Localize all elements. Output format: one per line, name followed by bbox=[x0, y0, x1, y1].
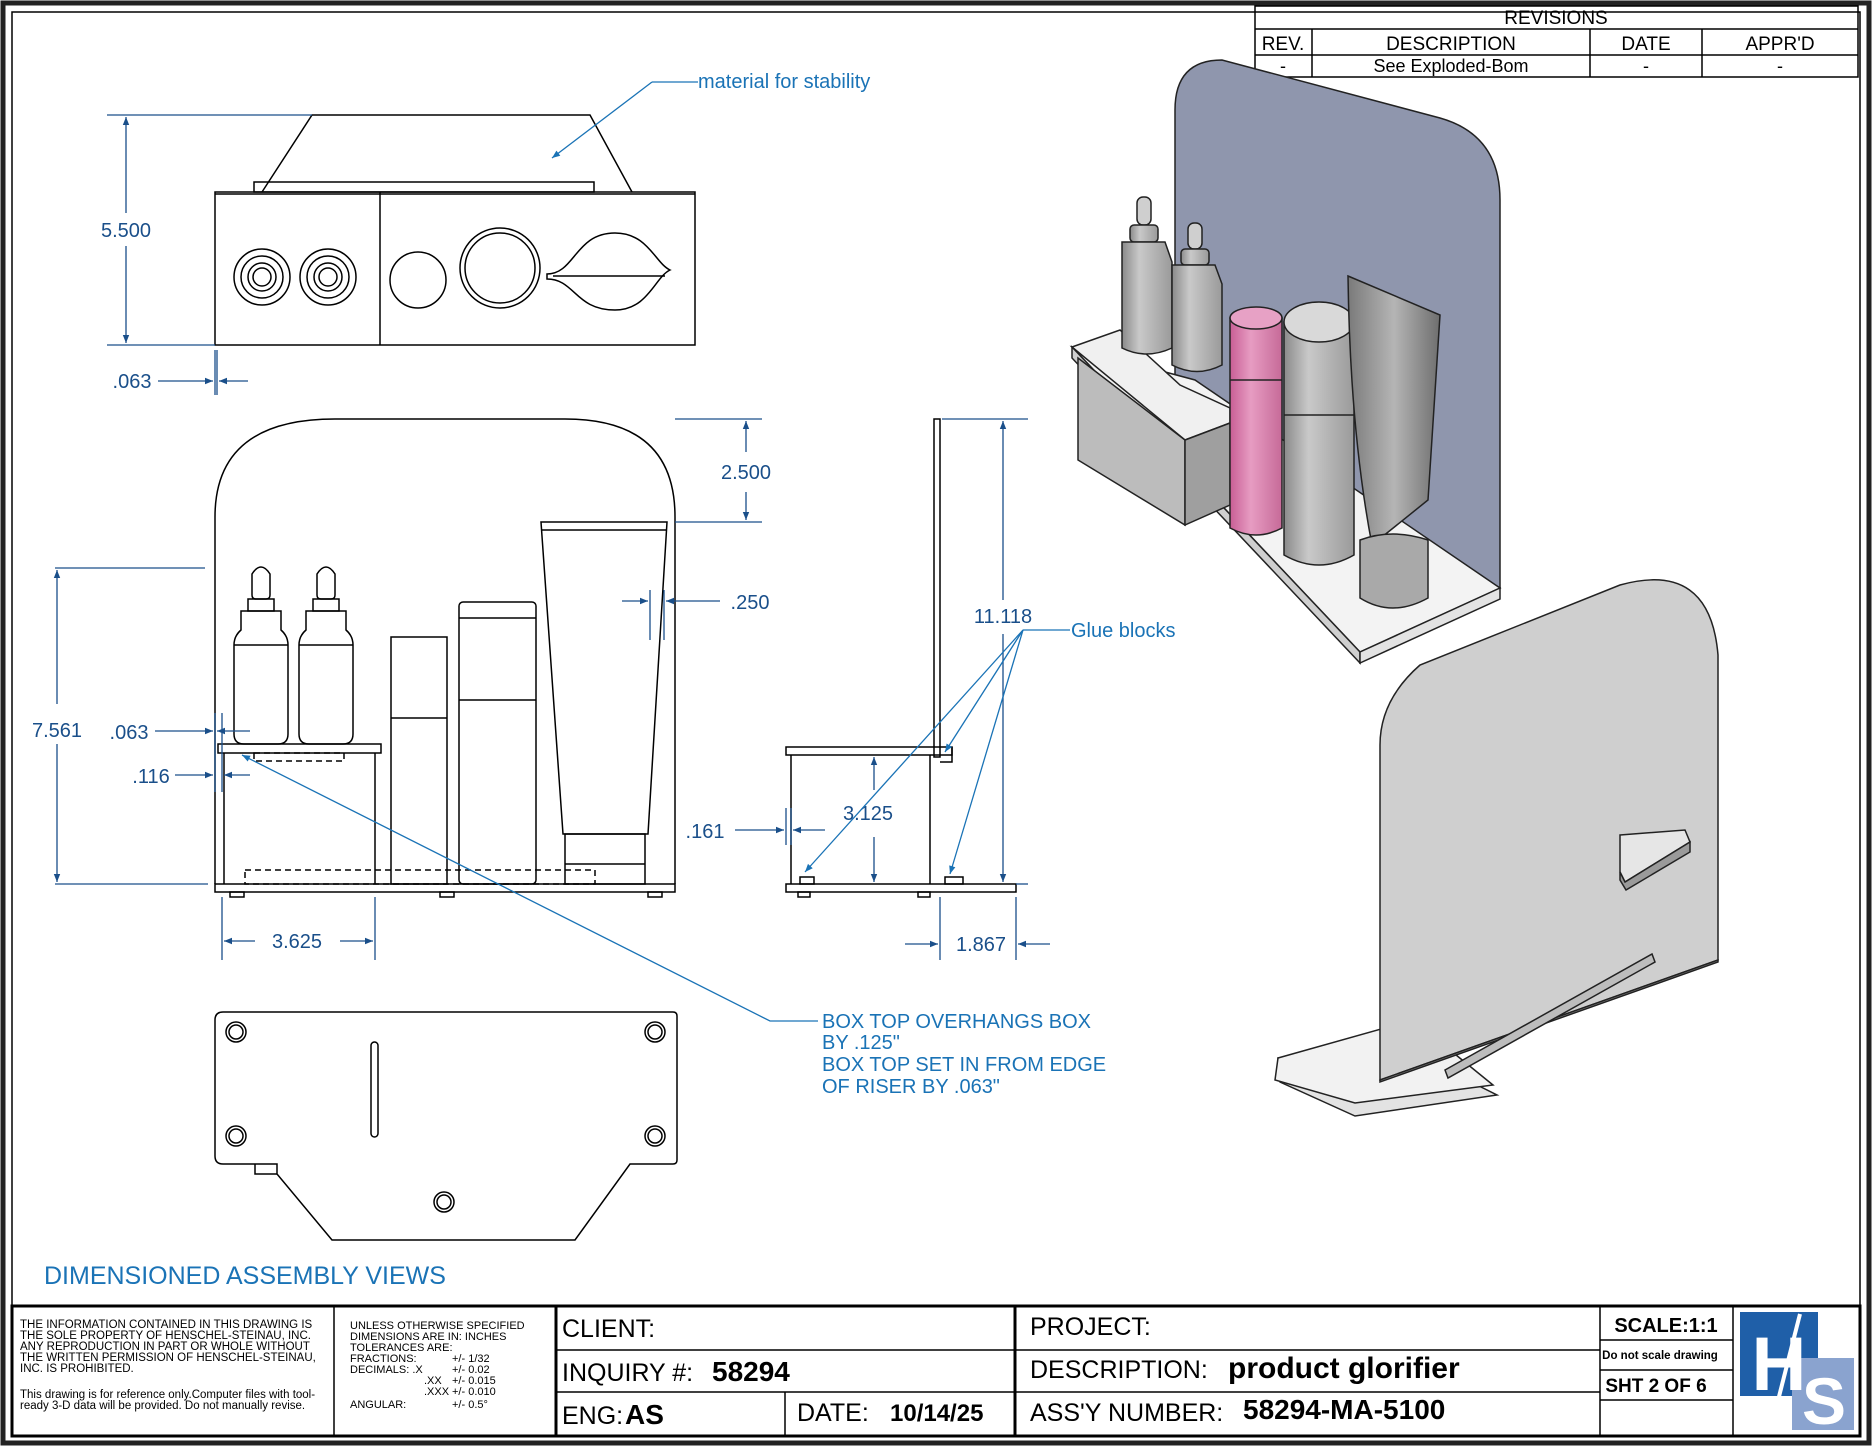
revisions-title: REVISIONS bbox=[1504, 8, 1607, 29]
glue-blocks-label: Glue blocks bbox=[1071, 620, 1176, 642]
inquiry-label: INQUIRY #: bbox=[562, 1359, 693, 1387]
isometric-riser bbox=[1274, 579, 1719, 1117]
front-dropper-bottle-2 bbox=[298, 566, 354, 745]
front-dropper-bottle-1 bbox=[233, 566, 289, 745]
svg-text:THE WRITTEN PERMISSION OF HENS: THE WRITTEN PERMISSION OF HENSCHEL-STEIN… bbox=[20, 1352, 316, 1364]
svg-text:FRACTIONS:: FRACTIONS: bbox=[350, 1353, 417, 1365]
box-top-note-line4: OF RISER BY .063" bbox=[822, 1076, 1000, 1098]
inquiry-value: 58294 bbox=[712, 1356, 790, 1387]
dim-front-edge: .063 bbox=[110, 722, 149, 744]
svg-text:+/- 0.010: +/- 0.010 bbox=[452, 1386, 496, 1398]
svg-text:THE INFORMATION CONTAINED IN T: THE INFORMATION CONTAINED IN THIS DRAWIN… bbox=[20, 1319, 313, 1331]
svg-text:ANY REPRODUCTION IN PART OR WH: ANY REPRODUCTION IN PART OR WHOLE WITHOU… bbox=[20, 1341, 310, 1353]
hs-logo: H S bbox=[1736, 1309, 1856, 1438]
assy-label: ASS'Y NUMBER: bbox=[1030, 1399, 1223, 1427]
eng-label: ENG: bbox=[562, 1402, 623, 1430]
dim-front-box-width: 3.625 bbox=[272, 931, 322, 953]
scale-value: SCALE:1:1 bbox=[1614, 1315, 1717, 1337]
svg-text:S: S bbox=[1802, 1364, 1846, 1438]
svg-text:.XX: .XX bbox=[424, 1375, 442, 1387]
material-label: material for stability bbox=[698, 71, 870, 93]
date-value: 10/14/25 bbox=[890, 1400, 983, 1427]
revisions-table bbox=[1254, 5, 1859, 78]
iso-tube bbox=[1347, 274, 1441, 609]
date-label: DATE: bbox=[797, 1399, 869, 1427]
assy-value: 58294-MA-5100 bbox=[1243, 1394, 1445, 1425]
isometric-assembly bbox=[1069, 59, 1502, 665]
svg-text:THE SOLE PROPERTY OF HENSCHEL-: THE SOLE PROPERTY OF HENSCHEL-STEINAU, I… bbox=[20, 1330, 311, 1342]
dim-side-height: 11.118 bbox=[974, 606, 1032, 628]
dim-front-height: 7.561 bbox=[32, 720, 82, 742]
svg-text:+/- 1/32: +/- 1/32 bbox=[452, 1353, 490, 1365]
iso-pink-bottle bbox=[1229, 306, 1283, 536]
dim-front-overhang: .116 bbox=[132, 766, 169, 788]
rev-header-rev: REV. bbox=[1262, 34, 1305, 55]
rev-cell-description: See Exploded-Bom bbox=[1373, 56, 1528, 76]
dim-front-gap: .250 bbox=[731, 592, 770, 614]
iso-dropper-bottle-1 bbox=[1121, 196, 1173, 355]
svg-text:+/- 0.02: +/- 0.02 bbox=[452, 1364, 490, 1376]
dim-side-depth: 1.867 bbox=[956, 934, 1006, 956]
material-arrow bbox=[551, 81, 653, 159]
rev-header-description: DESCRIPTION bbox=[1386, 34, 1516, 55]
rev-cell-date: - bbox=[1643, 56, 1649, 76]
top-view bbox=[214, 114, 696, 346]
tolerance-notes: UNLESS OTHERWISE SPECIFIED DIMENSIONS AR… bbox=[350, 1320, 525, 1411]
dim-top-height: 5.500 bbox=[101, 220, 151, 242]
dim-front-radius: 2.500 bbox=[721, 462, 771, 484]
project-label: PROJECT: bbox=[1030, 1313, 1151, 1341]
svg-text:TOLERANCES ARE:: TOLERANCES ARE: bbox=[350, 1342, 453, 1354]
sheet-number: SHT 2 OF 6 bbox=[1605, 1376, 1706, 1397]
description-value: product glorifier bbox=[1228, 1352, 1460, 1385]
svg-text:This drawing is for reference: This drawing is for reference only.Compu… bbox=[20, 1389, 315, 1401]
rev-cell-rev: - bbox=[1280, 56, 1286, 76]
legal-notice: THE INFORMATION CONTAINED IN THIS DRAWIN… bbox=[20, 1319, 316, 1412]
box-top-note-line1: BOX TOP OVERHANGS BOX bbox=[822, 1011, 1091, 1033]
svg-text:DIMENSIONS ARE IN: INCHES: DIMENSIONS ARE IN: INCHES bbox=[350, 1331, 506, 1343]
front-view bbox=[214, 418, 676, 898]
box-top-note-line3: BOX TOP SET IN FROM EDGE bbox=[822, 1054, 1106, 1076]
svg-text:INC. IS PROHIBITED.: INC. IS PROHIBITED. bbox=[20, 1363, 134, 1375]
dim-top-thickness: .063 bbox=[113, 371, 152, 393]
rev-header-date: DATE bbox=[1621, 34, 1670, 55]
iso-dropper-bottle-2 bbox=[1171, 222, 1223, 373]
box-top-note-line2: BY .125" bbox=[822, 1032, 900, 1054]
dim-side-box: 3.125 bbox=[843, 803, 893, 825]
svg-text:+/- 0.015: +/- 0.015 bbox=[452, 1375, 496, 1387]
svg-text:UNLESS OTHERWISE SPECIFIED: UNLESS OTHERWISE SPECIFIED bbox=[350, 1320, 525, 1332]
bottom-view bbox=[214, 1011, 678, 1241]
svg-text:DECIMALS: .X: DECIMALS: .X bbox=[350, 1364, 423, 1376]
title-block bbox=[10, 1304, 1862, 1438]
svg-text:ready 3-D data will be provide: ready 3-D data will be provided. Do not … bbox=[20, 1400, 305, 1412]
dim-side-gap: .161 bbox=[686, 821, 725, 843]
rev-header-apprd: APPR'D bbox=[1745, 34, 1814, 55]
description-label: DESCRIPTION: bbox=[1030, 1356, 1208, 1384]
box-top-leader bbox=[241, 754, 818, 1022]
view-title: DIMENSIONED ASSEMBLY VIEWS bbox=[44, 1262, 446, 1290]
client-label: CLIENT: bbox=[562, 1315, 655, 1343]
no-scale-note: Do not scale drawing bbox=[1602, 1350, 1718, 1362]
iso-tall-bottle bbox=[1283, 301, 1355, 566]
eng-value: AS bbox=[625, 1399, 664, 1430]
svg-text:ANGULAR:: ANGULAR: bbox=[350, 1399, 406, 1411]
svg-text:+/- 0.5°: +/- 0.5° bbox=[452, 1399, 488, 1411]
svg-text:.XXX: .XXX bbox=[424, 1386, 450, 1398]
rev-cell-apprd: - bbox=[1777, 56, 1783, 76]
side-view bbox=[785, 418, 1017, 898]
